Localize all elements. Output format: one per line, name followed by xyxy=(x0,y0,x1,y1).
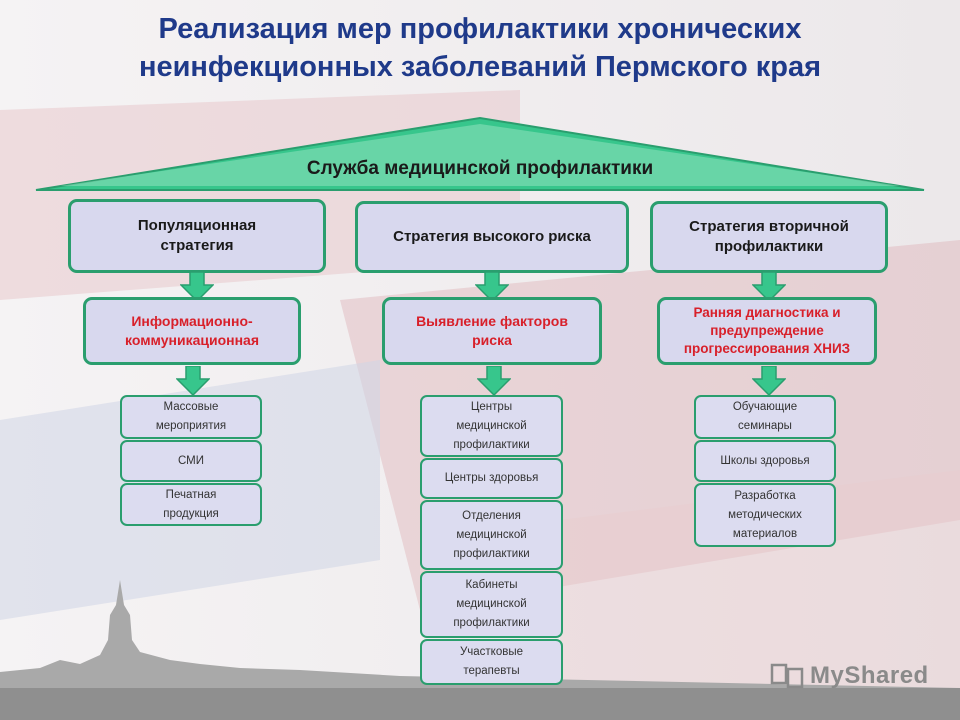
strategy-box-secondary: Стратегия вторичной профилактики xyxy=(650,201,888,273)
arrow-down-icon xyxy=(752,366,786,396)
strategy-box-high-risk: Стратегия высокого риска xyxy=(355,201,629,273)
method-label: Информационно-коммуникационная xyxy=(125,313,259,348)
list-item: Массовые мероприятия xyxy=(120,395,262,439)
logo-text: MyShared xyxy=(810,662,929,689)
method-label: Ранняя диагностика и предупреждение прог… xyxy=(683,305,851,356)
list-item: Кабинеты медицинской профилактики xyxy=(420,571,563,638)
service-roof xyxy=(35,116,925,191)
list-item: Отделения медицинской профилактики xyxy=(420,500,563,570)
list-item: Обучающие семинары xyxy=(694,395,836,439)
arrow-down-icon xyxy=(475,272,509,302)
arrow-down-icon xyxy=(477,366,511,396)
myshared-logo: MyShared xyxy=(770,656,929,696)
list-item: Разработка методических материалов xyxy=(694,483,836,547)
arrow-down-icon xyxy=(180,272,214,302)
method-box-early-diagnosis: Ранняя диагностика и предупреждение прог… xyxy=(657,297,877,365)
method-label: Выявление факторов риска xyxy=(416,313,568,348)
list-item: Участковые терапевты xyxy=(420,639,563,685)
service-label: Служба медицинской профилактики xyxy=(306,158,654,179)
list-item: Печатная продукция xyxy=(120,483,262,526)
arrow-down-icon xyxy=(752,272,786,302)
strategy-box-population: Популяционная стратегия xyxy=(68,199,326,273)
list-item: СМИ xyxy=(120,440,262,482)
arrow-down-icon xyxy=(176,366,210,396)
list-item: Школы здоровья xyxy=(694,440,836,482)
page-title: Реализация мер профилактики хронических … xyxy=(138,13,822,83)
list-item: Центры здоровья xyxy=(420,458,563,499)
city-silhouette xyxy=(0,580,960,720)
method-box-info-comm: Информационно-коммуникационная xyxy=(83,297,301,365)
logo-icon xyxy=(770,663,804,689)
strategy-label: Популяционная стратегия xyxy=(137,217,257,254)
list-item: Центры медицинской профилактики xyxy=(420,395,563,457)
method-box-risk-factors: Выявление факторов риска xyxy=(382,297,602,365)
strategy-label: Стратегия вторичной профилактики xyxy=(689,218,849,255)
strategy-label: Стратегия высокого риска xyxy=(393,228,591,245)
